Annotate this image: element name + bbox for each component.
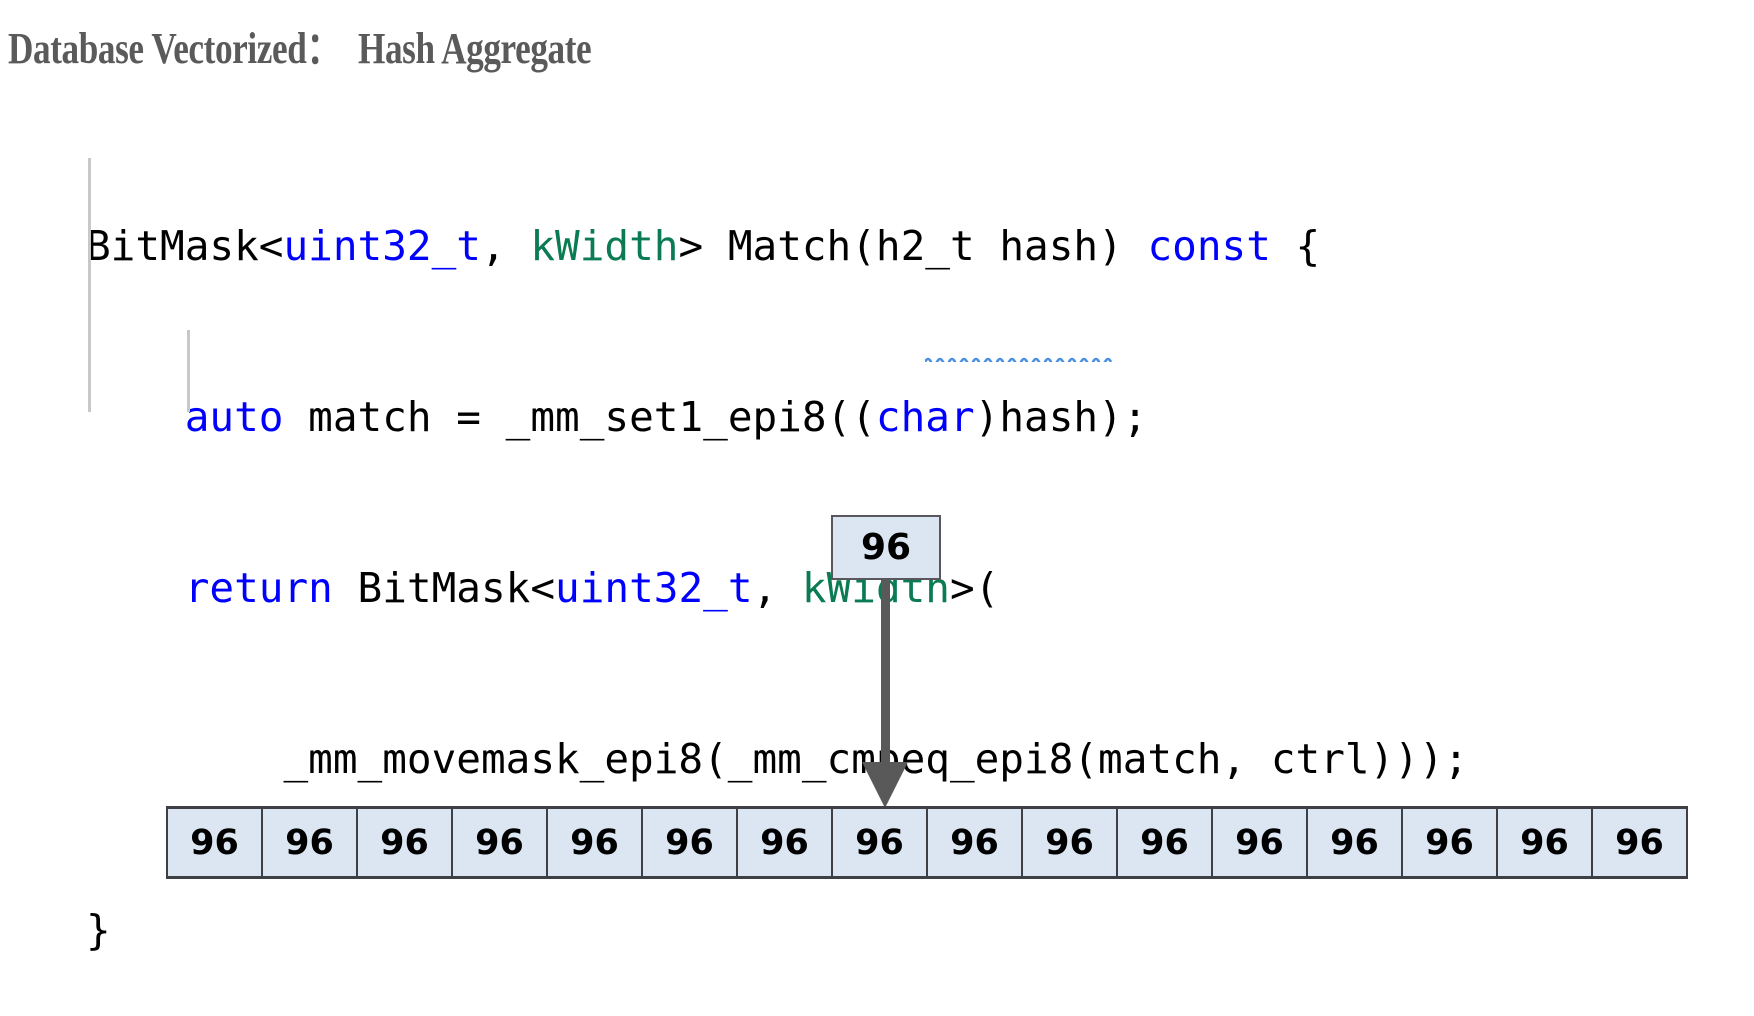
code-token: kWidth <box>530 222 679 270</box>
control-byte-cell: 96 <box>1403 809 1498 876</box>
code-token: const <box>1147 222 1271 270</box>
code-token: { <box>1270 222 1321 270</box>
code-token: BitMask< <box>86 222 284 270</box>
control-byte-cell: 96 <box>738 809 833 876</box>
code-token: >( <box>950 564 1000 612</box>
control-byte-cell: 96 <box>168 809 263 876</box>
control-byte-cell: 96 <box>548 809 643 876</box>
indent-guide-level-1 <box>88 158 91 412</box>
code-block: BitMask<uint32_t, kWidth> Match(h2_t has… <box>86 104 1468 1016</box>
code-token: , <box>480 222 531 270</box>
broadcast-arrow-head-icon <box>862 762 908 808</box>
broadcast-arrow-shaft <box>881 580 890 772</box>
code-token: BitMask< <box>332 564 556 612</box>
page-title: Database Vectorized： Hash Aggregate <box>8 24 592 73</box>
code-token: , <box>752 564 802 612</box>
control-byte-cell: 96 <box>833 809 928 876</box>
code-token: auto <box>184 393 284 441</box>
code-token: uint32_t <box>555 564 753 612</box>
control-byte-cell: 96 <box>1308 809 1403 876</box>
code-line-2: auto match = _mm_set1_epi8((char)hash); <box>86 389 1468 446</box>
control-byte-cell: 96 <box>1023 809 1118 876</box>
code-token: return <box>184 564 333 612</box>
indent-guide-level-2 <box>187 330 190 412</box>
control-byte-cell: 96 <box>263 809 358 876</box>
control-byte-cell: 96 <box>358 809 453 876</box>
code-line-4: _mm_movemask_epi8(_mm_cmpeq_epi8(match, … <box>86 731 1468 788</box>
code-line-1: BitMask<uint32_t, kWidth> Match(h2_t has… <box>86 218 1468 275</box>
control-byte-cell: 96 <box>1213 809 1308 876</box>
code-token: match = _mm_set1_epi8(( <box>283 393 876 441</box>
control-byte-cell: 96 <box>1498 809 1593 876</box>
code-token: uint32_t <box>283 222 481 270</box>
control-byte-cell: 96 <box>1593 809 1688 876</box>
control-byte-cell: 96 <box>928 809 1023 876</box>
control-byte-cell: 96 <box>643 809 738 876</box>
probe-value-box: 96 <box>831 515 941 580</box>
code-token: char <box>875 393 975 441</box>
code-token: )hash); <box>974 393 1148 441</box>
control-byte-cell: 96 <box>1118 809 1213 876</box>
control-byte-cell: 96 <box>453 809 548 876</box>
code-token: > Match(h2_t hash) <box>678 222 1148 270</box>
code-token: _mm_movemask_epi8(_mm_cmpeq_epi8(match, … <box>86 735 1469 783</box>
